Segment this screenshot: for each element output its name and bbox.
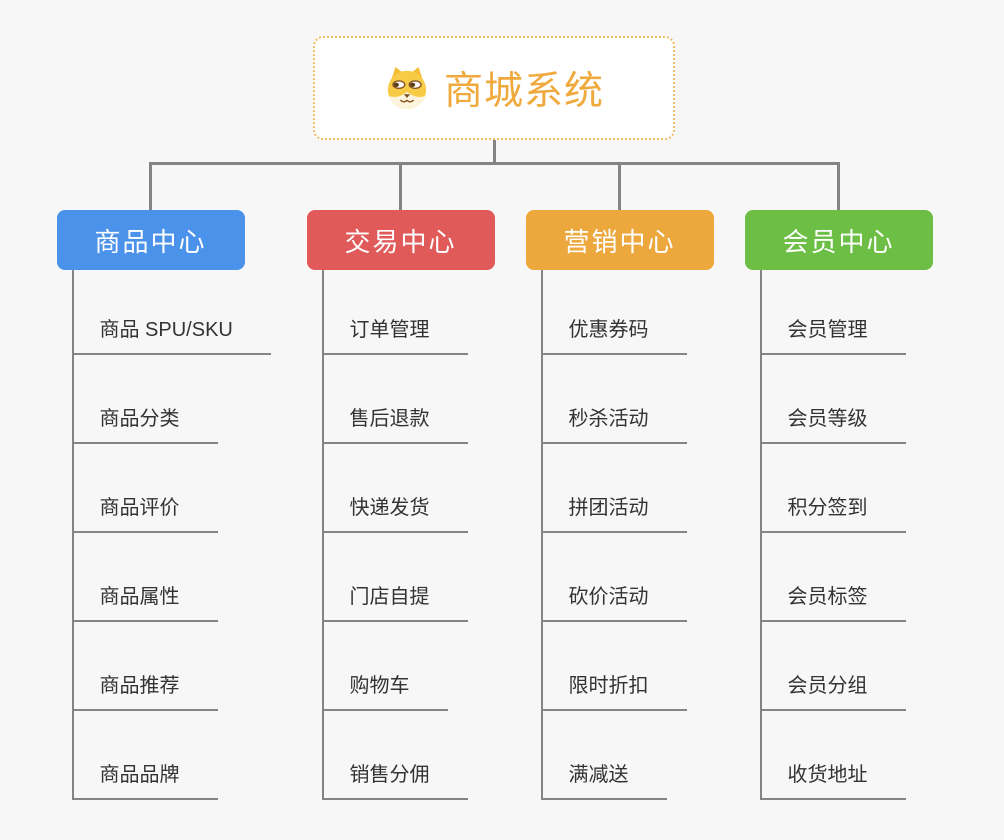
branch-label: 交易中心: [344, 226, 457, 257]
leaf-node[interactable]: 砍价活动: [540, 584, 687, 622]
leaf-node[interactable]: 门店自提: [321, 584, 468, 622]
root-title: 商城系统: [443, 70, 604, 113]
leaf-node[interactable]: 拼团活动: [540, 495, 687, 533]
connector-branch-drop: [149, 162, 152, 212]
branch-node[interactable]: 营销中心: [525, 210, 714, 270]
leaf-node[interactable]: 快递发货: [321, 495, 468, 533]
connector-branch-spine: [759, 270, 762, 800]
leaf-node[interactable]: 商品推荐: [71, 673, 218, 711]
leaf-node[interactable]: 满减送: [540, 762, 667, 800]
connector-branch-spine: [321, 270, 324, 800]
branch-label: 商品中心: [94, 226, 207, 257]
root-node[interactable]: 商城系统: [313, 36, 675, 140]
branch-label: 会员中心: [782, 226, 895, 257]
leaf-node[interactable]: 限时折扣: [540, 673, 687, 711]
branch-node[interactable]: 会员中心: [744, 210, 933, 270]
leaf-node[interactable]: 商品品牌: [71, 762, 218, 800]
connector-branch-drop: [837, 162, 840, 212]
leaf-node[interactable]: 会员标签: [759, 584, 906, 622]
leaf-node[interactable]: 会员等级: [759, 406, 906, 444]
connector-branch-spine: [71, 270, 74, 800]
leaf-node[interactable]: 订单管理: [321, 317, 468, 355]
leaf-node[interactable]: 销售分佣: [321, 762, 468, 800]
leaf-node[interactable]: 购物车: [321, 673, 448, 711]
leaf-node[interactable]: 收货地址: [759, 762, 906, 800]
leaf-node[interactable]: 商品分类: [71, 406, 218, 444]
connector-branch-spine: [540, 270, 543, 800]
leaf-node[interactable]: 会员管理: [759, 317, 906, 355]
leaf-node[interactable]: 优惠券码: [540, 317, 687, 355]
shiba-dog-icon: [387, 66, 427, 110]
leaf-node[interactable]: 会员分组: [759, 673, 906, 711]
leaf-node[interactable]: 售后退款: [321, 406, 468, 444]
branch-label: 营销中心: [563, 226, 676, 257]
leaf-node[interactable]: 商品 SPU/SKU: [71, 317, 271, 355]
branch-node[interactable]: 交易中心: [306, 210, 495, 270]
leaf-node[interactable]: 商品评价: [71, 495, 218, 533]
connector-branch-drop: [618, 162, 621, 212]
leaf-node[interactable]: 秒杀活动: [540, 406, 687, 444]
leaf-node[interactable]: 商品属性: [71, 584, 218, 622]
connector-root-stem: [493, 140, 496, 165]
leaf-node[interactable]: 积分签到: [759, 495, 906, 533]
branch-node[interactable]: 商品中心: [56, 210, 245, 270]
connector-branch-drop: [399, 162, 402, 212]
connector-trunk: [149, 162, 840, 165]
